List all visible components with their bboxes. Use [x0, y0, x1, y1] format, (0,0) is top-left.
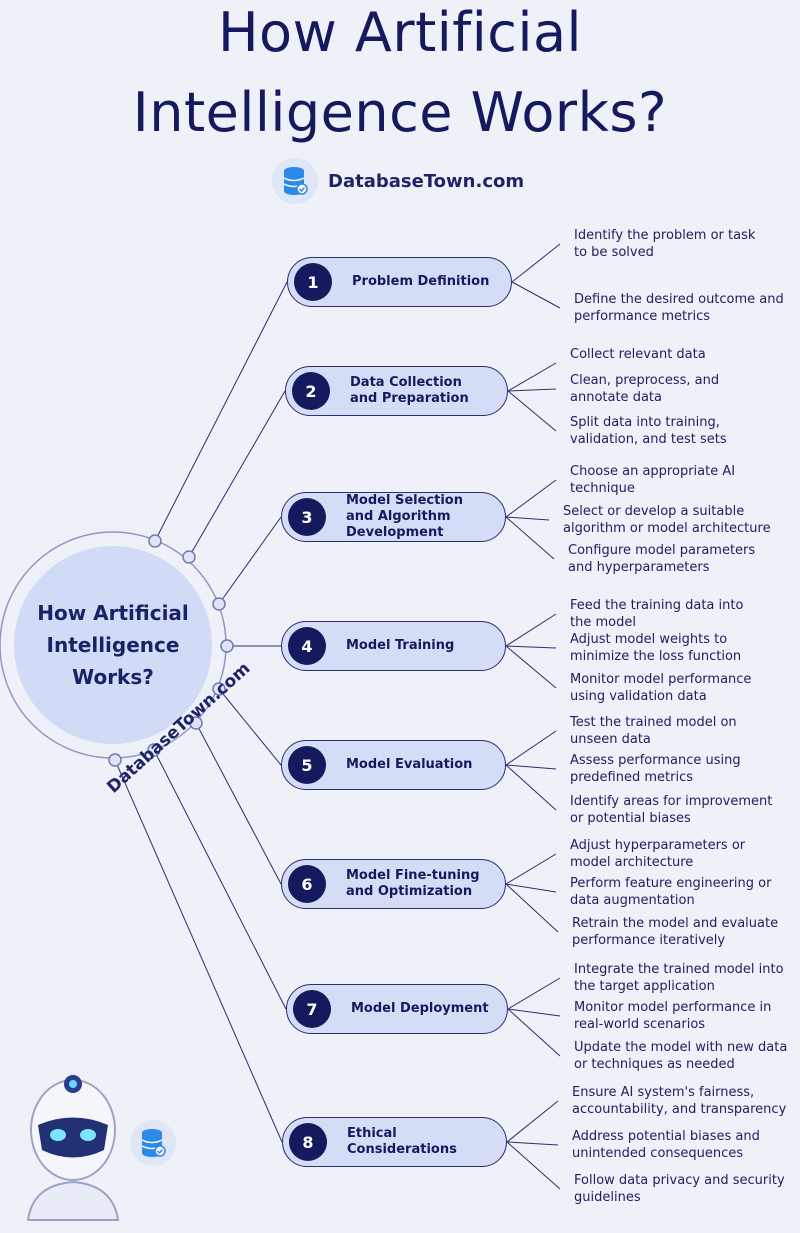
hub-circle: How Artificial Intelligence Works?: [14, 546, 212, 744]
step-label: Model Deployment: [351, 1001, 489, 1016]
step-7-item: Integrate the trained model into the tar…: [574, 962, 784, 994]
step-2-item: Clean, preprocess, and annotate data: [570, 373, 720, 405]
item-connector: [505, 764, 557, 811]
item-connector: [505, 645, 557, 689]
item-connector: [507, 390, 557, 432]
item-connector: [507, 1008, 561, 1017]
step-number: 7: [293, 990, 331, 1028]
step-5-item: Identify areas for improvement or potent…: [570, 794, 773, 826]
step-number: 3: [288, 498, 326, 536]
item-connector: [506, 1141, 559, 1146]
database-icon: [272, 158, 318, 204]
step-label: Model Training: [346, 638, 455, 653]
step-pill-6: 6 Model Fine-tuning and Optimization: [281, 859, 506, 909]
step-pill-1: 1 Problem Definition: [287, 257, 512, 307]
item-connector: [505, 764, 557, 770]
step-4-item: Monitor model performance using validati…: [570, 672, 752, 704]
step-7-item: Monitor model performance in real-world …: [574, 1000, 772, 1032]
step-number: 1: [294, 263, 332, 301]
step-2-item: Split data into training, validation, an…: [570, 415, 727, 447]
item-connector: [507, 388, 557, 392]
step-7-item: Update the model with new data or techni…: [574, 1040, 788, 1072]
step-8-item: Follow data privacy and security guideli…: [574, 1173, 785, 1205]
connector-dot: [220, 639, 234, 653]
item-connector: [507, 977, 561, 1010]
step-4-item: Feed the training data into the model: [570, 598, 744, 630]
connector-dot: [212, 682, 226, 696]
brand-name: DatabaseTown.com: [328, 170, 525, 192]
step-8-item: Ensure AI system's fairness, accountabil…: [572, 1085, 787, 1117]
step-connector: [153, 749, 287, 1010]
connector-dot: [148, 534, 162, 548]
step-6-item: Perform feature engineering or data augm…: [570, 876, 772, 908]
step-pill-8: 8 Ethical Considerations: [282, 1117, 507, 1167]
step-number: 5: [288, 746, 326, 784]
step-pill-3: 3 Model Selection and Algorithm Developme…: [281, 492, 506, 542]
connector-dot: [182, 550, 196, 564]
item-connector: [505, 479, 557, 518]
step-3-item: Select or develop a suitable algorithm o…: [563, 504, 771, 536]
step-4-item: Adjust model weights to minimize the los…: [570, 632, 742, 664]
step-2-item: Collect relevant data: [570, 347, 706, 362]
step-label: Model Selection and Algorithm Developmen…: [346, 493, 463, 540]
item-connector: [505, 516, 555, 560]
step-number: 8: [289, 1123, 327, 1161]
page-title-line2: Intelligence Works?: [132, 81, 668, 144]
connector-dot: [212, 597, 226, 611]
item-connector: [505, 883, 559, 933]
step-connector: [154, 281, 288, 542]
page-title-line1: How Artificial: [217, 1, 583, 64]
step-connector: [188, 390, 286, 558]
step-pill-2: 2 Data Collection and Preparation: [285, 366, 508, 416]
step-label: Model Evaluation: [346, 757, 473, 772]
item-connector: [507, 362, 557, 392]
brand: DatabaseTown.com: [272, 158, 524, 204]
step-1-item: Identify the problem or task to be solve…: [574, 228, 756, 260]
connector-dot: [108, 753, 122, 767]
step-pill-5: 5 Model Evaluation: [281, 740, 506, 790]
step-label: Ethical Considerations: [347, 1126, 457, 1157]
item-connector: [505, 613, 557, 647]
step-label: Problem Definition: [352, 274, 490, 289]
item-connector: [505, 853, 557, 885]
item-connector: [505, 516, 550, 521]
step-number: 4: [288, 627, 326, 665]
step-number: 2: [292, 372, 330, 410]
item-connector: [511, 243, 561, 283]
item-connector: [507, 1008, 561, 1057]
database-icon: [130, 1120, 176, 1166]
item-connector: [505, 645, 557, 649]
step-connector: [218, 516, 282, 605]
step-3-item: Configure model parameters and hyperpara…: [568, 543, 756, 575]
robot-illustration: [26, 1075, 120, 1221]
step-label: Data Collection and Preparation: [350, 375, 469, 406]
step-1-item: Define the desired outcome and performan…: [574, 292, 784, 324]
step-connector: [114, 759, 283, 1143]
step-pill-4: 4 Model Training: [281, 621, 506, 671]
item-connector: [505, 730, 557, 766]
step-number: 6: [288, 865, 326, 903]
connector-dot: [189, 716, 203, 730]
step-8-item: Address potential biases and unintended …: [572, 1129, 760, 1161]
hub-title: How Artificial Intelligence Works?: [37, 601, 189, 689]
item-connector: [511, 281, 561, 309]
step-6-item: Retrain the model and evaluate performan…: [572, 916, 779, 948]
step-pill-7: 7 Model Deployment: [286, 984, 508, 1034]
step-5-item: Test the trained model on unseen data: [570, 715, 737, 747]
connector-dot: [147, 743, 161, 757]
step-3-item: Choose an appropriate AI technique: [570, 464, 736, 496]
step-connector: [218, 688, 282, 766]
step-5-item: Assess performance using predefined metr…: [570, 753, 741, 785]
item-connector: [506, 1141, 561, 1190]
step-6-item: Adjust hyperparameters or model architec…: [570, 838, 746, 870]
step-connector: [195, 722, 282, 885]
item-connector: [505, 883, 557, 893]
item-connector: [506, 1100, 559, 1143]
step-label: Model Fine-tuning and Optimization: [346, 868, 480, 899]
